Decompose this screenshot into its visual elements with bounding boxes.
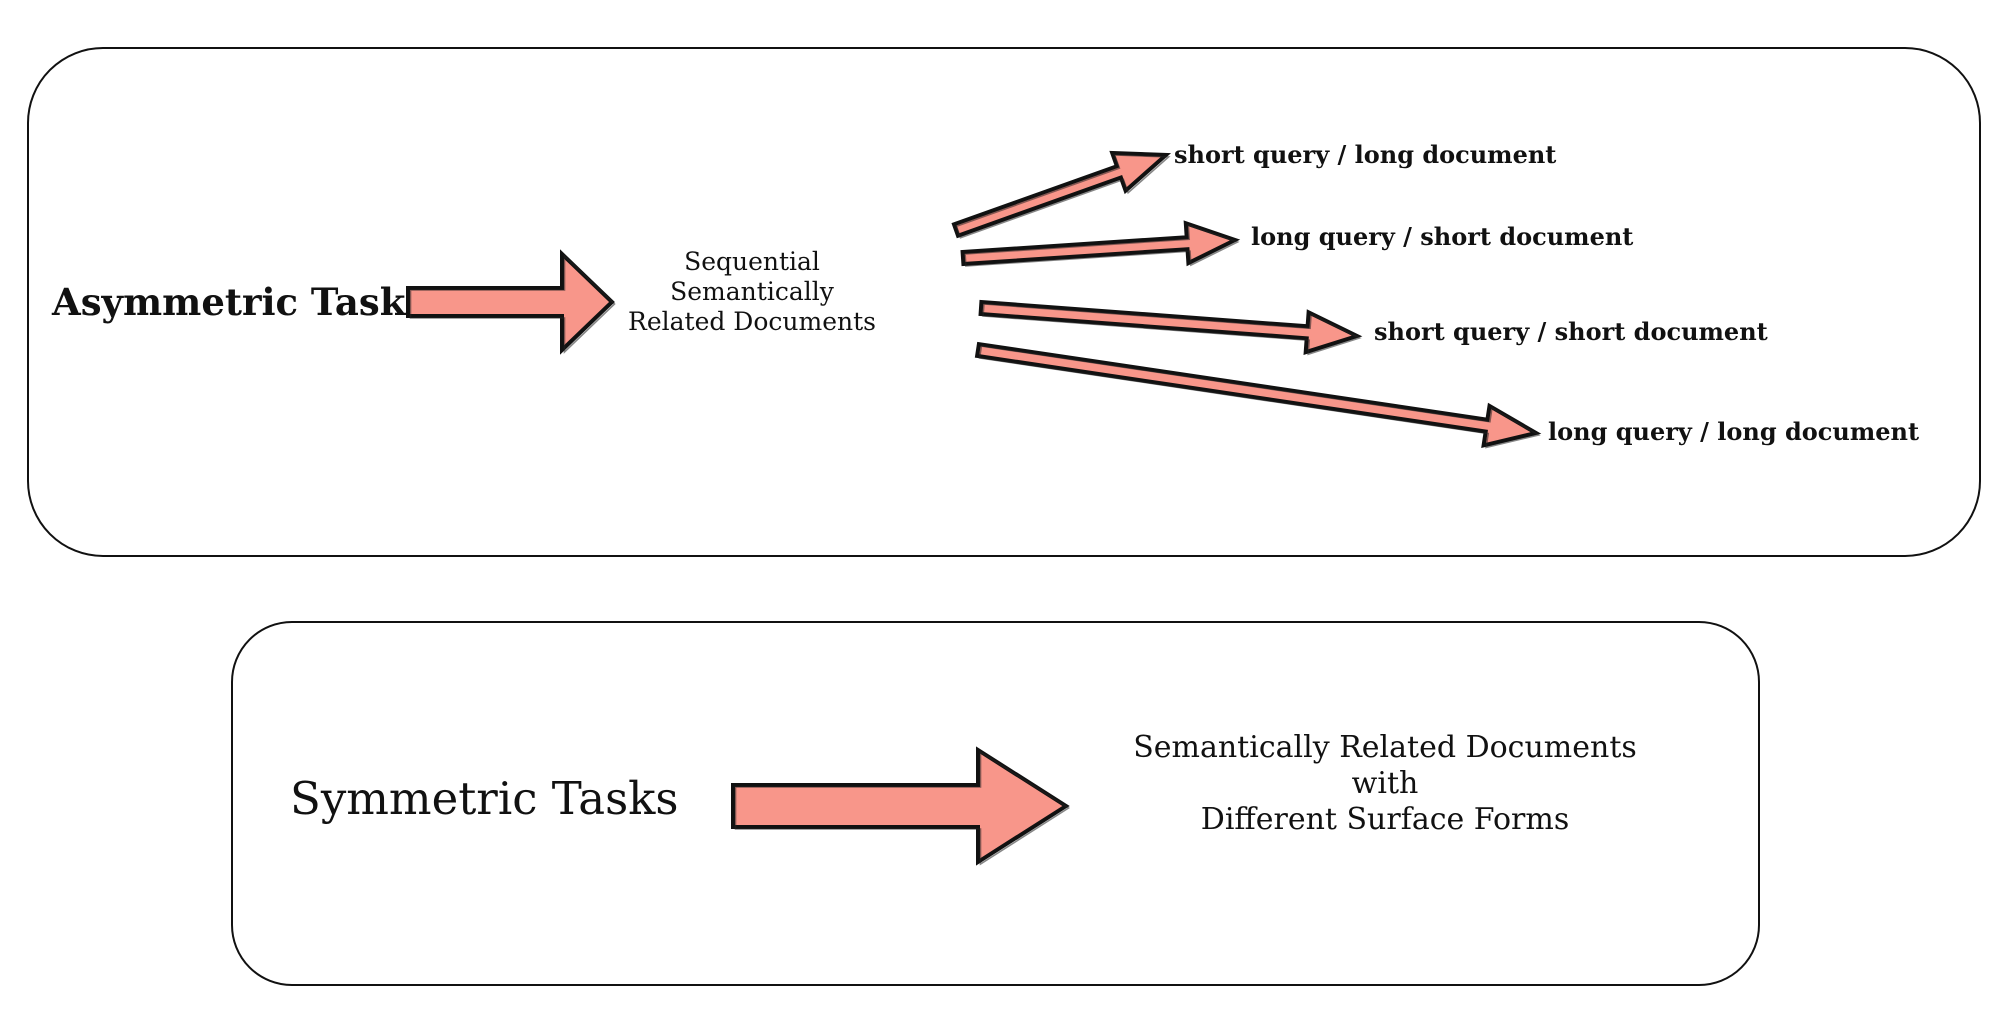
branch-arrow-long-short [960, 220, 1241, 267]
branch-arrow-long-short-sketch [964, 224, 1240, 267]
branch-arrow-short-long [951, 150, 1172, 239]
output-short-query-short-document: short query / short document [1374, 317, 1768, 346]
result-line-3: Different Surface Forms [1201, 802, 1569, 837]
middle-line-1: Sequential [684, 247, 820, 276]
branch-arrow-short-short [978, 299, 1363, 356]
branch-arrow-long-long-body [974, 341, 1542, 449]
branch-arrow-short-long-body [951, 150, 1172, 239]
symmetric-main-arrow-sketch [734, 750, 1070, 866]
middle-line-3: Related Documents [628, 307, 876, 336]
result-line-1: Semantically Related Documents [1133, 730, 1637, 765]
asymmetric-main-arrow-sketch [409, 254, 616, 354]
asymmetric-panel [27, 47, 1981, 557]
middle-line-2: Semantically [670, 277, 835, 306]
branch-arrow-long-long [974, 341, 1542, 449]
asymmetric-main-arrow [406, 249, 616, 355]
symmetric-main-arrow [731, 746, 1070, 866]
branch-arrow-long-long-sketch [978, 345, 1541, 449]
result-line-2: with [1352, 766, 1419, 801]
symmetric-panel [231, 621, 1760, 986]
asymmetric-title: Asymmetric Tasks [51, 280, 426, 324]
branch-arrow-short-short-sketch [982, 303, 1362, 356]
symmetric-title: Symmetric Tasks [290, 772, 679, 825]
branch-arrow-short-long-sketch [955, 154, 1171, 239]
symmetric-main-arrow-body [731, 746, 1070, 866]
output-long-query-long-document: long query / long document [1548, 417, 1919, 446]
output-long-query-short-document: long query / short document [1251, 222, 1633, 251]
output-short-query-long-document: short query / long document [1174, 140, 1556, 169]
